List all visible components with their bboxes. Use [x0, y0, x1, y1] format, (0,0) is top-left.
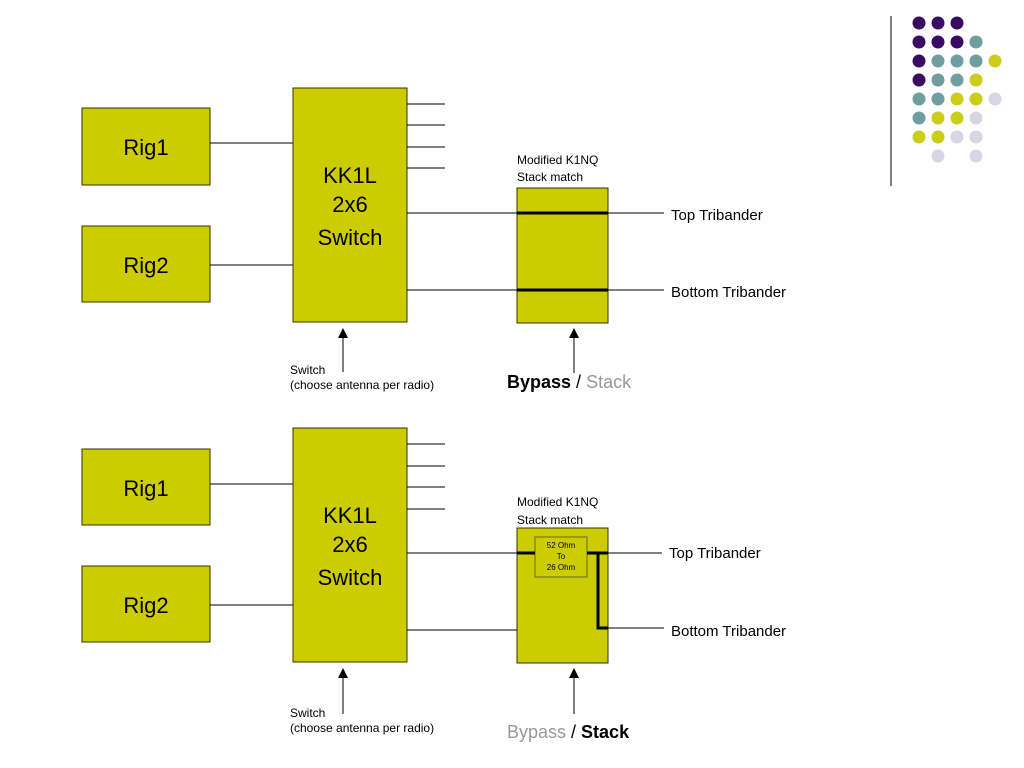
top-stack-title-1: Modified K1NQ: [517, 153, 598, 167]
decorative-dot: [950, 35, 964, 49]
bottom-stack-title-2: Stack match: [517, 513, 583, 527]
top-switch-caption-1: Switch: [290, 363, 325, 377]
transformer-box: [534, 536, 588, 578]
top-stackmatch-box: [516, 187, 609, 324]
decorative-dot: [931, 130, 945, 144]
top-mode-bypass: Bypass: [507, 372, 571, 392]
top-bottom-antenna-label: Bottom Tribander: [671, 284, 786, 301]
bottom-switch-box: [292, 427, 408, 663]
bottom-rig2-label: Rig2: [123, 593, 168, 618]
decorative-dot: [912, 111, 926, 125]
bottom-diagram-stack: Rig1 Rig2 KK1L 2x6 Switch Modified K1NQ …: [81, 427, 786, 742]
decorative-dot: [950, 111, 964, 125]
decorative-dot: [969, 111, 983, 125]
decorative-dot: [950, 54, 964, 68]
bottom-mode-stack: Stack: [581, 722, 630, 742]
bottom-stack-title-1: Modified K1NQ: [517, 495, 598, 509]
decorative-dot: [988, 54, 1002, 68]
decorative-dot: [912, 73, 926, 87]
decorative-dot: [912, 92, 926, 106]
decorative-dot: [969, 92, 983, 106]
bottom-stack-split-bus: [596, 553, 608, 630]
decorative-dot: [931, 73, 945, 87]
bottom-mode-bypass: Bypass: [507, 722, 566, 742]
decorative-dot-grid: [912, 16, 1002, 163]
top-rig2-box: [81, 225, 211, 303]
decorative-dot: [931, 92, 945, 106]
bottom-mode-label: Bypass / Stack: [507, 722, 630, 742]
bottom-switch-label-2: 2x6: [332, 532, 367, 557]
bottom-switch-caption-1: Switch: [290, 706, 325, 720]
decorative-dot: [988, 92, 1002, 106]
decorative-dot: [931, 111, 945, 125]
decorative-dot: [912, 54, 926, 68]
decorative-dot: [931, 54, 945, 68]
decorative-dot: [969, 73, 983, 87]
decorative-dot: [950, 130, 964, 144]
top-mode-separator: /: [571, 372, 586, 392]
decorative-dot: [950, 16, 964, 30]
decorative-dot: [931, 149, 945, 163]
decorative-dot: [950, 92, 964, 106]
decorative-dot: [931, 35, 945, 49]
top-diagram-bypass: Rig1 Rig2 KK1L 2x6 Switch Modified K1NQ …: [81, 87, 786, 392]
bottom-switch-caption-2: (choose antenna per radio): [290, 721, 434, 735]
transformer-label-2: To: [557, 552, 566, 561]
transformer-label-3: 26 Ohm: [547, 563, 576, 572]
decorative-dot: [969, 130, 983, 144]
top-rig2-label: Rig2: [123, 253, 168, 278]
top-switch-label-2: 2x6: [332, 192, 367, 217]
transformer-label-1: 52 Ohm: [547, 541, 576, 550]
top-rig1-label: Rig1: [123, 135, 168, 160]
bottom-rig1-box: [81, 448, 211, 526]
decorative-dot: [912, 35, 926, 49]
top-switch-box: [292, 87, 408, 323]
top-stack-title-2: Stack match: [517, 170, 583, 184]
bottom-mode-separator: /: [566, 722, 581, 742]
bottom-bottom-antenna-label: Bottom Tribander: [671, 623, 786, 640]
bottom-rig2-box: [81, 565, 211, 643]
top-top-antenna-label: Top Tribander: [671, 207, 763, 224]
decorative-dot: [912, 130, 926, 144]
decorative-dot: [969, 54, 983, 68]
top-switch-caption-2: (choose antenna per radio): [290, 378, 434, 392]
decorative-dot: [912, 16, 926, 30]
bottom-switch-label-1: KK1L: [323, 503, 377, 528]
top-switch-label-1: KK1L: [323, 163, 377, 188]
bottom-rig1-label: Rig1: [123, 476, 168, 501]
decorative-dot: [950, 73, 964, 87]
bottom-switch-label-3: Switch: [318, 565, 383, 590]
top-mode-label: Bypass / Stack: [507, 372, 632, 392]
decorative-dot: [969, 35, 983, 49]
top-mode-stack: Stack: [586, 372, 632, 392]
top-switch-label-3: Switch: [318, 225, 383, 250]
bottom-top-antenna-label: Top Tribander: [669, 545, 761, 562]
decorative-dot: [969, 149, 983, 163]
top-rig1-box: [81, 107, 211, 186]
decorative-dot: [931, 16, 945, 30]
